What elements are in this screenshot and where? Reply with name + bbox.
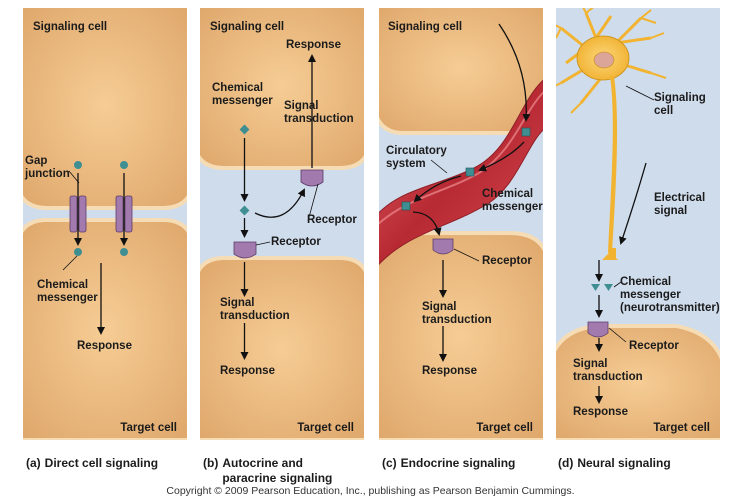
- label-response: Response: [77, 340, 132, 353]
- panel-endocrine: Signaling cell Circulatory system Chemic…: [379, 8, 543, 440]
- label-signal-transduction: Signal transduction: [422, 301, 492, 327]
- label-circulatory-system: Circulatory system: [386, 145, 447, 171]
- receptor: [588, 322, 608, 337]
- label-receptor-top: Receptor: [307, 214, 357, 227]
- label-chemical-messenger: Chemical messenger: [482, 188, 543, 214]
- label-response: Response: [573, 406, 628, 419]
- label-signal-transduction-top: Signal transduction: [284, 100, 354, 126]
- leader-line: [256, 242, 270, 245]
- caption-text: Direct cell signaling: [45, 456, 158, 470]
- label-target-cell: Target cell: [297, 422, 354, 434]
- label-signaling-cell: Signaling cell: [654, 92, 706, 118]
- copyright-notice: Copyright © 2009 Pearson Education, Inc.…: [0, 485, 741, 497]
- label-signaling-cell: Signaling cell: [388, 21, 462, 34]
- label-chemical-messenger: Chemical messenger (neurotransmitter): [620, 276, 720, 315]
- nucleus: [594, 52, 614, 68]
- label-response-top: Response: [286, 39, 341, 52]
- caption-c: (c) Endocrine signaling: [382, 456, 515, 471]
- label-signal-transduction-bottom: Signal transduction: [220, 297, 290, 323]
- label-receptor: Receptor: [629, 340, 679, 353]
- caption-d: (d) Neural signaling: [558, 456, 671, 471]
- panel-neural: Signaling cell Electrical signal Chemica…: [556, 8, 720, 440]
- direct-signaling-illustration: [23, 8, 187, 440]
- messenger-molecule: [466, 168, 474, 176]
- label-receptor: Receptor: [482, 255, 532, 268]
- label-signaling-cell: Signaling cell: [210, 21, 284, 34]
- receptor-top: [301, 170, 323, 186]
- caption-text: Endocrine signaling: [401, 456, 516, 470]
- messenger-molecule: [74, 248, 82, 256]
- caption-tag: (d): [558, 456, 573, 470]
- messenger-molecule: [402, 202, 410, 210]
- label-gap-junction: Gap junction: [25, 155, 70, 181]
- receptor: [433, 239, 453, 254]
- caption-text: Neural signaling: [577, 456, 670, 470]
- label-chemical-messenger: Chemical messenger: [37, 279, 98, 305]
- messenger-molecule: [120, 161, 128, 169]
- label-chemical-messenger: Chemical messenger: [212, 82, 273, 108]
- caption-tag: (a): [26, 456, 41, 470]
- messenger-molecule: [522, 128, 530, 136]
- messenger-molecule: [240, 206, 250, 216]
- label-receptor-bottom: Receptor: [271, 236, 321, 249]
- caption-tag: (b): [203, 456, 218, 470]
- caption-tag: (c): [382, 456, 397, 470]
- arrow-to-receptor: [255, 190, 304, 217]
- messenger-molecule: [604, 284, 613, 291]
- target-cell: [23, 220, 187, 440]
- panel-autocrine-paracrine: Signaling cell Response Chemical messeng…: [200, 8, 364, 440]
- receptor-bottom: [234, 242, 256, 258]
- label-target-cell: Target cell: [476, 422, 533, 434]
- label-response-bottom: Response: [220, 365, 275, 378]
- label-target-cell: Target cell: [120, 422, 177, 434]
- caption-a: (a) Direct cell signaling: [26, 456, 158, 471]
- messenger-molecule: [591, 284, 600, 291]
- messenger-molecule: [74, 161, 82, 169]
- caption-text: Autocrine and paracrine signaling: [222, 456, 332, 486]
- neuron: [556, 8, 666, 260]
- arrow: [621, 163, 646, 243]
- target-cell: [200, 258, 364, 440]
- label-response: Response: [422, 365, 477, 378]
- label-signal-transduction: Signal transduction: [573, 358, 643, 384]
- label-electrical-signal: Electrical signal: [654, 192, 705, 218]
- label-signaling-cell: Signaling cell: [33, 21, 107, 34]
- messenger-molecule: [120, 248, 128, 256]
- label-target-cell: Target cell: [653, 422, 710, 434]
- caption-b: (b) Autocrine and paracrine signaling: [203, 456, 332, 486]
- leader-line: [626, 86, 654, 100]
- panel-direct-signaling: Signaling cell Gap junction Chemical mes…: [23, 8, 187, 440]
